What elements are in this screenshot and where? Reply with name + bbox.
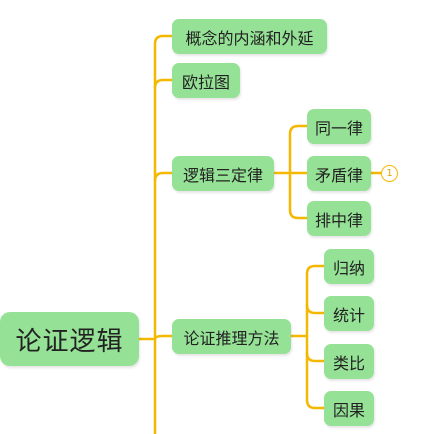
connector-methods-vertical [305,264,326,402]
root-node[interactable]: 论证逻辑 [0,312,139,366]
connector-statistics [305,303,326,315]
node-law-excluded-middle[interactable]: 排中律 [307,201,371,236]
connector-laws [153,171,174,183]
node-three-laws[interactable]: 逻辑三定律 [172,156,274,191]
connector-laws-vertical [288,124,309,212]
connector-methods [153,334,174,341]
node-law-contradiction[interactable]: 矛盾律 [307,156,371,191]
connector-excluded-middle [288,208,309,220]
node-method-causation[interactable]: 因果 [324,391,374,426]
node-method-statistics[interactable]: 统计 [324,296,374,331]
connector-trunk [153,34,174,434]
node-law-identity[interactable]: 同一律 [307,109,371,144]
node-method-induction[interactable]: 归纳 [324,249,374,284]
connector-causation [305,398,326,410]
node-count-badge[interactable]: 1 [381,165,398,182]
connector-euler [153,78,174,90]
connector-analogy [305,351,326,363]
node-euler-diagram[interactable]: 欧拉图 [172,63,240,98]
node-method-analogy[interactable]: 类比 [324,344,374,379]
node-concept[interactable]: 概念的内涵和外延 [172,19,327,54]
node-reasoning-methods[interactable]: 论证推理方法 [172,319,291,354]
